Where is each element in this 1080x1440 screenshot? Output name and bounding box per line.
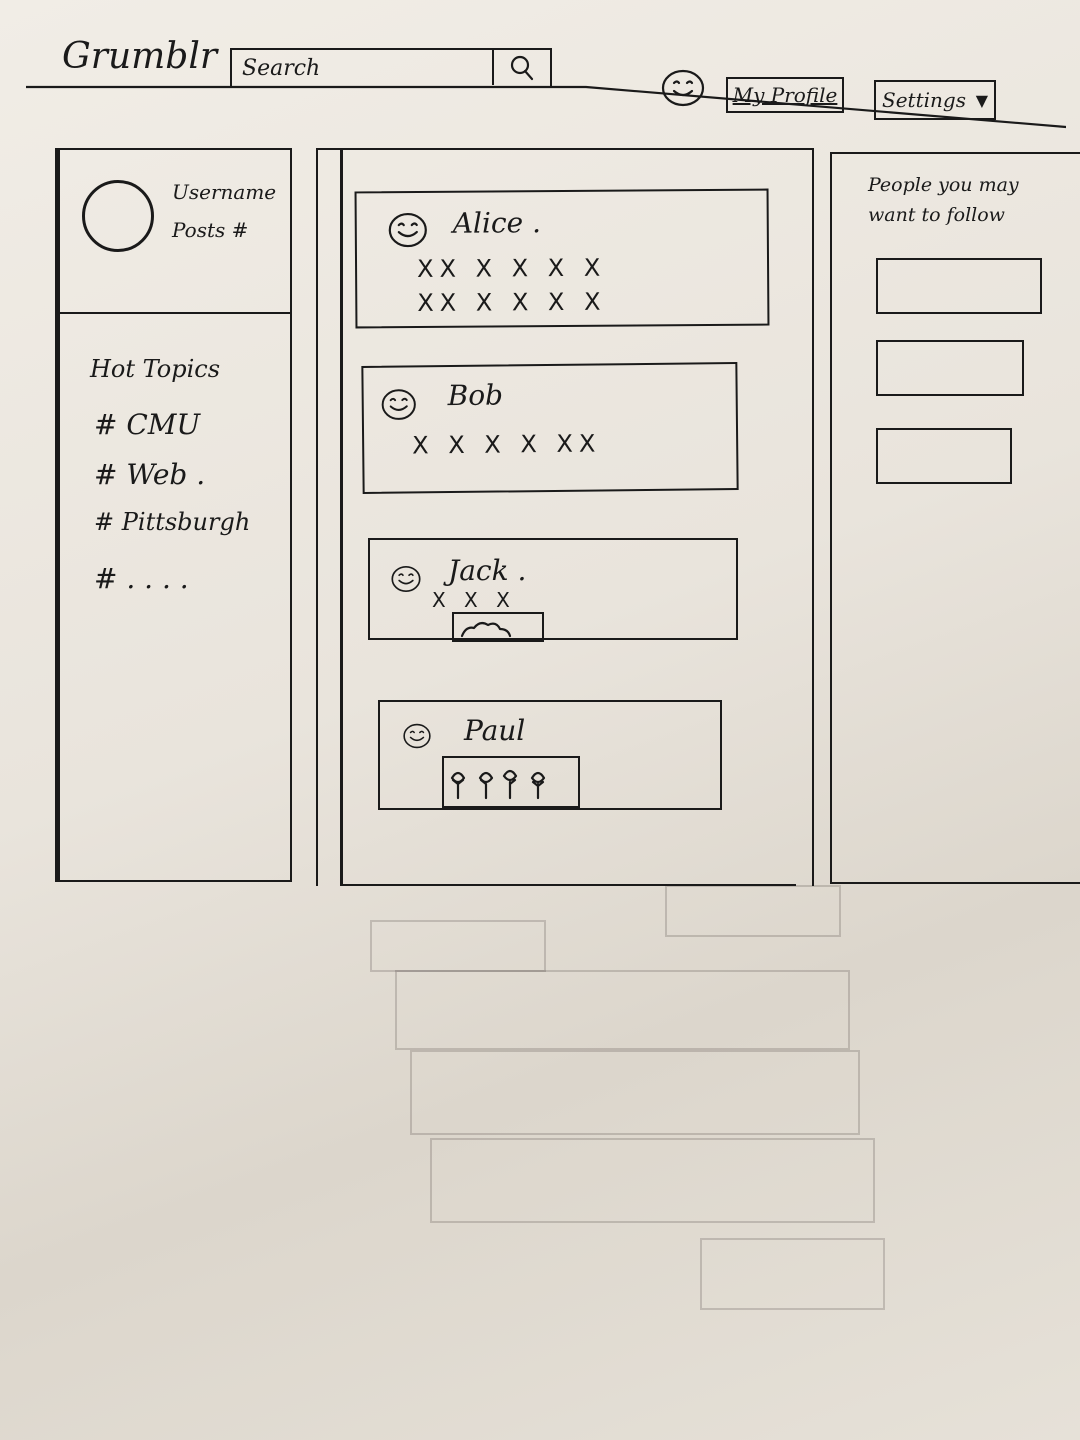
my-profile-button[interactable]: My Profile <box>726 77 844 113</box>
suggestions-heading: People you may want to follow <box>868 174 1019 226</box>
post-count-label: Posts # <box>172 218 249 242</box>
settings-label: Settings <box>882 88 966 112</box>
post-author[interactable]: Jack . <box>448 554 527 587</box>
post-image[interactable] <box>452 612 544 642</box>
image-icon <box>450 769 546 800</box>
ghost-field-username <box>395 970 850 1050</box>
image-icon <box>460 621 512 638</box>
search-icon <box>510 55 534 80</box>
suggested-user-card[interactable] <box>876 428 1012 484</box>
username-label[interactable]: Username <box>172 180 277 204</box>
post-card-bob[interactable]: Bob X X X X XX <box>361 362 739 494</box>
suggested-user-card[interactable] <box>876 258 1042 314</box>
chevron-down-icon: ▼ <box>975 90 988 110</box>
ghost-field-first-name <box>665 885 841 937</box>
left-sidebar: Username Posts # Hot Topics # CMU # Web … <box>55 148 292 882</box>
header-divider <box>26 85 1066 129</box>
post-author[interactable]: Paul <box>464 714 526 747</box>
topic-pittsburgh[interactable]: # Pittsburgh <box>94 508 251 536</box>
avatar[interactable] <box>82 180 154 252</box>
post-text-line: XX X X X X <box>416 253 607 284</box>
smiley-icon <box>391 565 421 593</box>
feed-inner-border <box>340 148 343 884</box>
search-input[interactable] <box>236 52 503 84</box>
search-bar <box>230 48 552 88</box>
ghost-field-confirm <box>430 1138 875 1223</box>
smiley-icon[interactable] <box>660 68 706 108</box>
post-author[interactable]: Bob <box>447 378 504 413</box>
post-card-jack[interactable]: Jack . X X X <box>368 538 738 642</box>
smiley-icon <box>388 212 427 248</box>
ghost-field-last-name <box>370 920 546 972</box>
ghost-signup-button <box>700 1238 885 1310</box>
smiley-icon <box>403 723 431 749</box>
post-text-line: X X X <box>432 588 516 612</box>
post-text-line: XX X X X X <box>417 287 607 318</box>
post-author[interactable]: Alice . <box>452 206 542 240</box>
profile-summary: Username Posts # <box>60 150 290 314</box>
feed-bottom-border <box>340 884 796 886</box>
topic-cmu[interactable]: # CMU <box>94 408 201 441</box>
settings-dropdown[interactable]: Settings ▼ <box>874 80 996 120</box>
suggested-user-card[interactable] <box>876 340 1024 396</box>
post-image[interactable] <box>442 756 580 808</box>
feed-column <box>316 148 814 886</box>
post-card-paul[interactable]: Paul <box>378 700 722 810</box>
smiley-icon <box>381 389 416 420</box>
topic-web[interactable]: # Web . <box>94 458 206 491</box>
post-text-line: X X X X XX <box>412 429 602 460</box>
ghost-field-password <box>410 1050 860 1135</box>
search-button[interactable] <box>492 50 550 85</box>
app-logo[interactable]: Grumblr <box>62 36 218 77</box>
post-card-alice[interactable]: Alice . XX X X X X XX X X X X <box>354 188 770 329</box>
hot-topics-heading: Hot Topics <box>90 355 221 383</box>
suggestions-panel: People you may want to follow <box>830 152 1080 884</box>
topic-more[interactable]: # . . . . <box>94 562 189 595</box>
